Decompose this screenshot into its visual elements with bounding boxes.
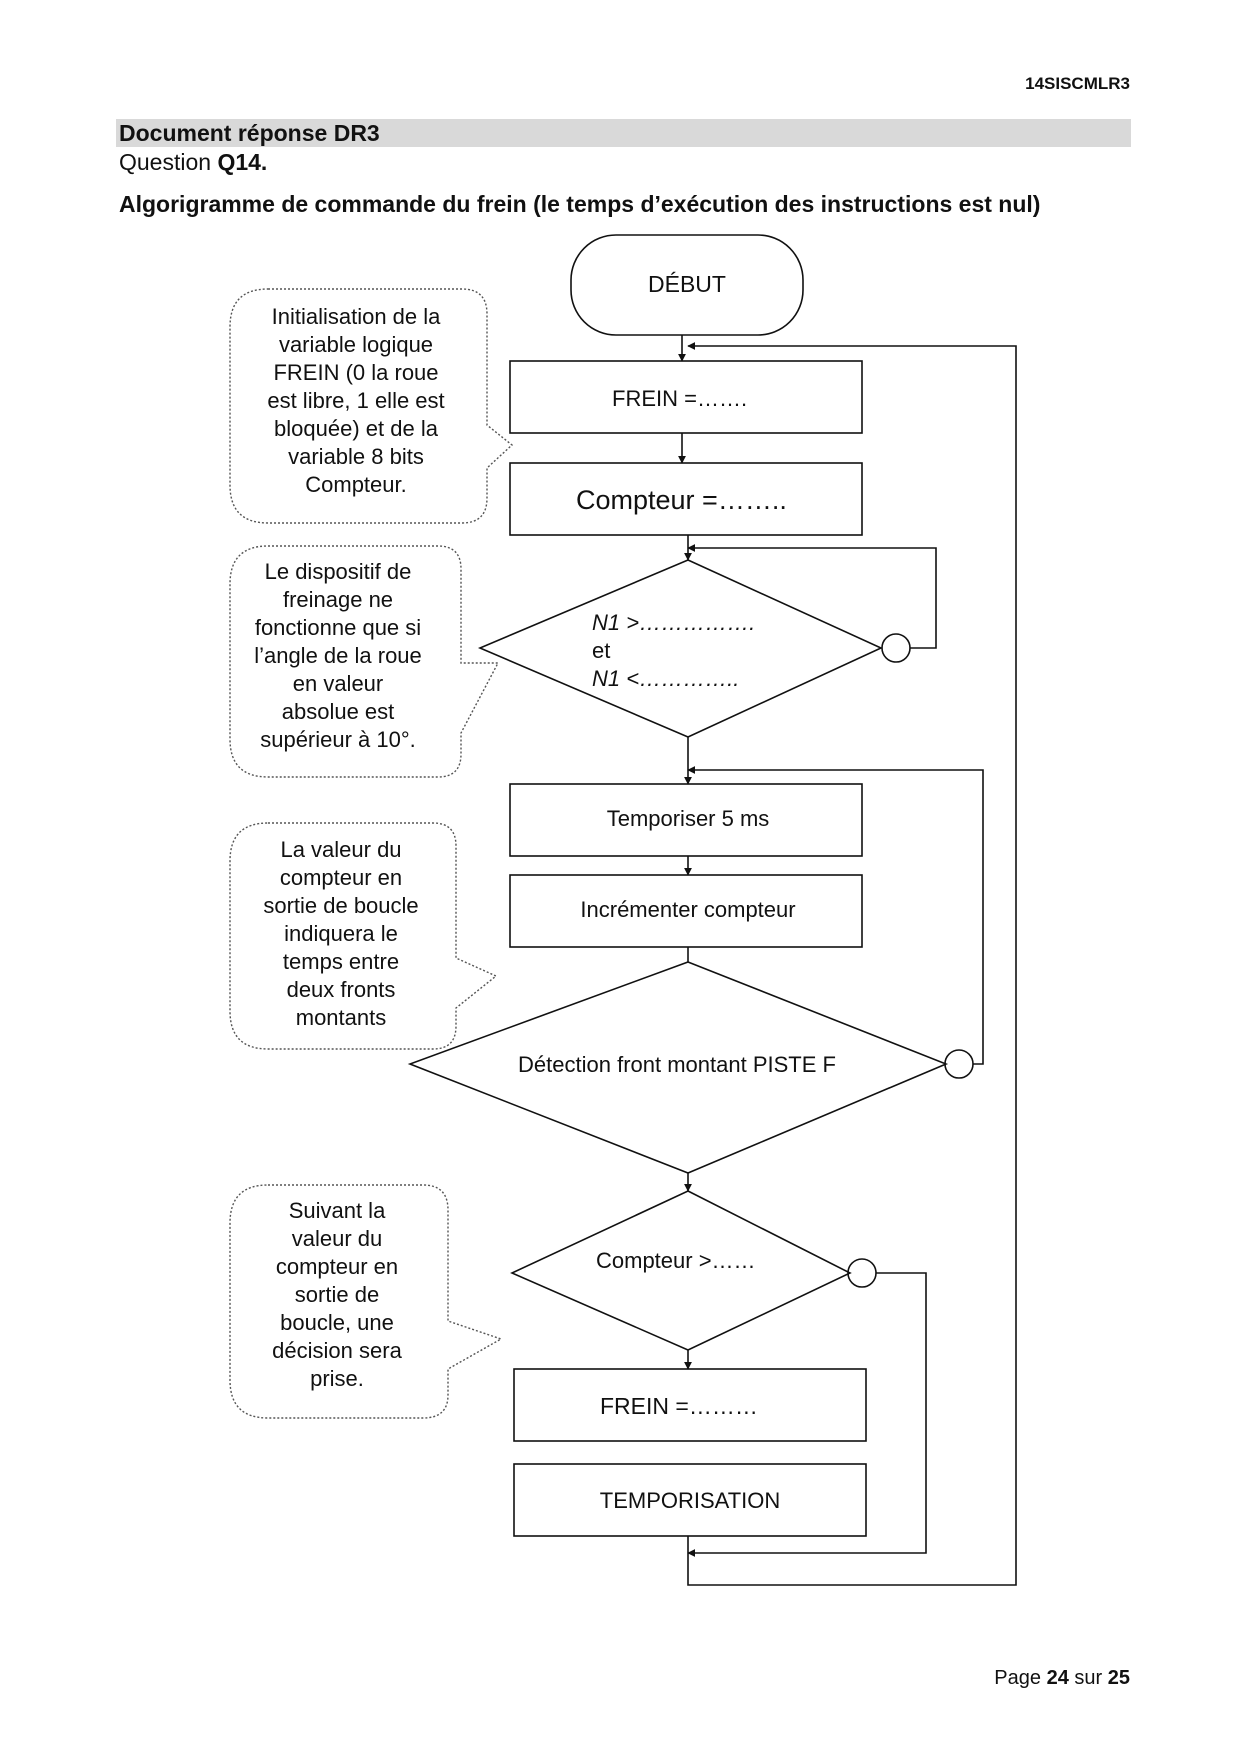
temporisation-label: TEMPORISATION <box>600 1488 781 1513</box>
footer-page-word: Page <box>994 1667 1042 1689</box>
callout-4-line: valeur du <box>292 1226 383 1251</box>
callout-2-line: l’angle de la roue <box>254 643 422 668</box>
callout-3-line: temps entre <box>283 949 399 974</box>
temporiser-label: Temporiser 5 ms <box>607 806 770 831</box>
start-terminal <box>570 234 804 336</box>
section-title-bar: Document réponse DR3 <box>116 119 1131 147</box>
condition1-diamond <box>477 559 883 738</box>
callout-1-line: bloquée) et de la <box>274 416 439 441</box>
compteur-init-box <box>509 462 863 536</box>
callout-3-bubble <box>229 822 498 1050</box>
question-label: Question Q14. <box>119 149 267 176</box>
loop-cond1 <box>687 544 937 649</box>
callout-3-line: montants <box>296 1005 387 1030</box>
loop-compteur-test <box>687 1272 927 1557</box>
callout-1-line: Compteur. <box>305 472 407 497</box>
callout-4-line: sortie de <box>295 1282 379 1307</box>
callout-3-line: sortie de boucle <box>263 893 418 918</box>
section-title: Document réponse DR3 <box>119 120 380 146</box>
document-code: 14SISCMLR3 <box>1025 74 1130 93</box>
frein-init-label: FREIN =……. <box>612 386 747 411</box>
loop-main <box>687 342 1017 1586</box>
condition1-line1: N1 >……………. <box>592 610 755 635</box>
footer-page-number: 24 <box>1046 1667 1069 1689</box>
callout-3-line: deux fronts <box>287 977 396 1002</box>
footer-page-total: 25 <box>1107 1667 1130 1689</box>
footer-of-word: sur <box>1074 1667 1103 1689</box>
loop-detection <box>687 766 984 1065</box>
detection-no-connector <box>944 1049 974 1079</box>
callout-3-line: La valeur du <box>280 837 401 862</box>
callout-2-line: absolue est <box>282 699 395 724</box>
callout-4-line: compteur en <box>276 1254 398 1279</box>
callout-2-line: freinage ne <box>283 587 393 612</box>
callout-4-line: prise. <box>310 1366 364 1391</box>
callout-1-line: est libre, 1 elle est <box>267 388 444 413</box>
callout-4-line: décision sera <box>272 1338 402 1363</box>
condition1-no-connector <box>881 633 911 663</box>
callout-2-line: Le dispositif de <box>265 559 412 584</box>
condition1-line3: N1 <………….. <box>592 666 739 691</box>
compteur-test-label: Compteur >…… <box>596 1248 756 1273</box>
flowchart-subtitle: Algorigramme de commande du frein (le te… <box>119 191 1041 217</box>
condition1-line2: et <box>592 638 610 663</box>
callout-4-line: Suivant la <box>289 1198 386 1223</box>
detection-label: Détection front montant PISTE F <box>518 1052 836 1077</box>
frein-init-box <box>509 360 863 434</box>
increment-label: Incrémenter compteur <box>580 897 795 922</box>
compteur-test-no-connector <box>847 1258 877 1288</box>
question-prefix: Question <box>119 149 212 175</box>
callout-1-line: Initialisation de la <box>272 304 442 329</box>
callout-4-line: boucle, une <box>280 1310 394 1335</box>
callout-2-line: fonctionne que si <box>255 615 421 640</box>
callout-1-line: FREIN (0 la roue <box>273 360 438 385</box>
callout-4-bubble <box>229 1184 503 1419</box>
callout-2-bubble <box>229 545 500 778</box>
compteur-init-label: Compteur =…….. <box>576 485 787 515</box>
frein-set-label: FREIN =……… <box>600 1393 758 1419</box>
callout-1-line: variable 8 bits <box>288 444 424 469</box>
start-label: DÉBUT <box>648 271 726 297</box>
page-footer: Page 24 sur 25 <box>994 1667 1130 1690</box>
question-number: Q14. <box>217 149 268 175</box>
callout-2-line: en valeur <box>293 671 384 696</box>
callout-3-line: indiquera le <box>284 921 398 946</box>
temporisation-box <box>513 1463 867 1537</box>
callout-2-line: supérieur à 10°. <box>260 727 416 752</box>
callout-1-bubble <box>229 288 514 524</box>
callout-1-line: variable logique <box>279 332 433 357</box>
callout-3-line: compteur en <box>280 865 402 890</box>
